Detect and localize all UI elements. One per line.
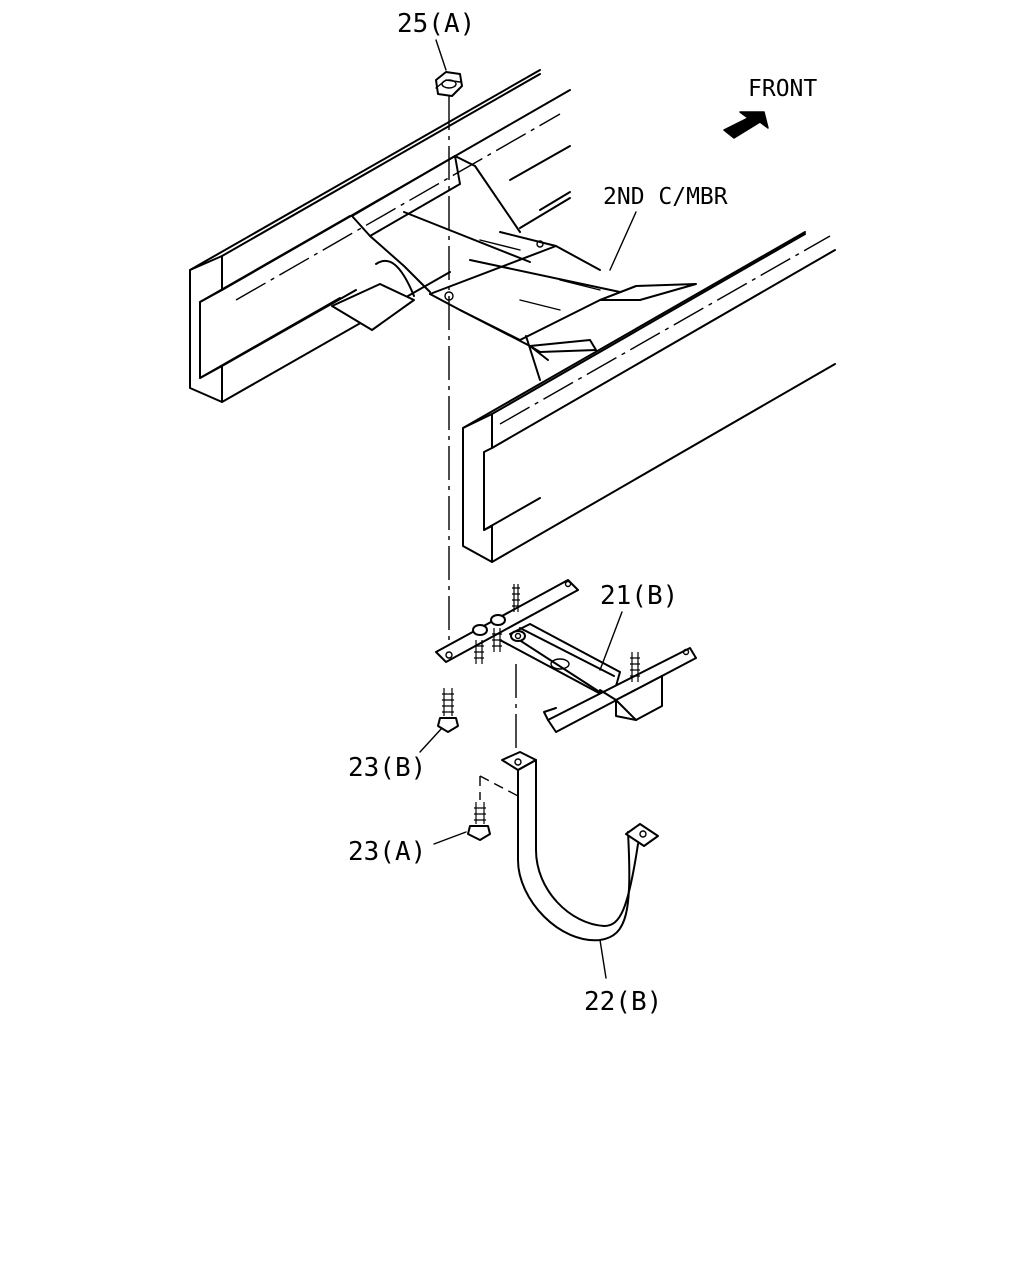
bolt-23b <box>437 688 459 733</box>
label-21b: 21(B) <box>600 581 678 611</box>
label-22b: 22(B) <box>584 987 662 1017</box>
bolt-23b-leader <box>419 727 443 753</box>
crossmember-leader <box>609 211 637 271</box>
label-2nd-crossmember: 2ND C/MBR <box>603 184 728 210</box>
nut-25a-leader <box>435 39 447 71</box>
label-23b: 23(B) <box>348 753 426 783</box>
nut-25a <box>435 71 463 97</box>
bracket-21b-leader <box>599 611 623 671</box>
bolt-23a <box>467 802 491 841</box>
stud-bolts <box>472 584 640 682</box>
right-frame-rail <box>462 231 836 563</box>
label-25a: 25(A) <box>397 9 475 39</box>
front-arrow-icon <box>723 111 769 139</box>
bolt-23a-leader <box>433 831 467 845</box>
bracket-21b <box>435 579 697 733</box>
band-22b <box>501 751 659 942</box>
bolt-23a-hidden-line <box>479 775 519 797</box>
label-23a: 23(A) <box>348 837 426 867</box>
label-front: FRONT <box>748 76 817 102</box>
crossmember <box>331 155 697 381</box>
band-22b-leader <box>599 939 607 979</box>
